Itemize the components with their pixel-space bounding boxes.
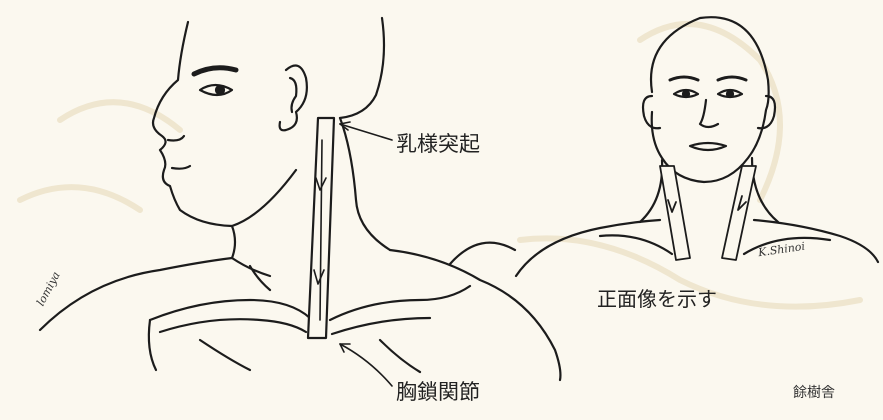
profile-neck-front — [232, 226, 235, 258]
frontal-scm-right — [722, 166, 756, 260]
profile-clavicle-right-lower — [332, 318, 430, 334]
frontal-figure — [516, 17, 878, 276]
frontal-mouth — [690, 143, 726, 150]
frontal-neck-left — [640, 160, 662, 222]
frontal-clavicle-left — [600, 235, 672, 254]
profile-ear — [280, 66, 307, 131]
profile-head-outline — [153, 22, 232, 226]
profile-shoulder-right — [390, 250, 560, 380]
profile-chest-left — [149, 320, 156, 370]
profile-shoulder-back — [450, 243, 515, 264]
mastoid-leader-line — [340, 124, 392, 140]
profile-pupil — [216, 86, 224, 94]
frontal-scm-muscles — [660, 166, 756, 260]
profile-clavicle-left — [150, 300, 310, 320]
frontal-pupil-right — [727, 91, 733, 97]
mastoid-label: 乳様突起 — [396, 128, 480, 158]
profile-chest-right — [380, 340, 420, 372]
frontal-nose — [700, 100, 718, 127]
profile-clavicle-left-lower — [160, 319, 306, 332]
profile-ear-inner — [290, 78, 296, 112]
artist-seal-bottom: 餘樹舎 — [793, 382, 835, 402]
profile-throat — [250, 266, 270, 290]
frontal-head-outline — [651, 17, 769, 182]
sternoclavicular-joint-label: 胸鎖関節 — [396, 376, 480, 406]
profile-mouth — [172, 166, 190, 169]
frontal-brow-right — [718, 77, 746, 80]
frontal-shoulder-left — [516, 220, 660, 276]
profile-jaw — [232, 170, 296, 226]
sternal-leader-line — [340, 344, 392, 386]
profile-chest-mid — [200, 340, 250, 370]
frontal-brow-left — [670, 77, 698, 80]
profile-shoulder-left — [40, 258, 232, 330]
background-sketch — [20, 24, 860, 307]
frontal-pupil-left — [683, 91, 689, 97]
frontal-scm-left — [660, 166, 690, 260]
profile-back-of-head — [340, 18, 384, 118]
frontal-view-caption: 正面像を示す — [597, 283, 717, 312]
profile-clavicle-right — [330, 286, 470, 320]
profile-nostril — [168, 136, 184, 141]
profile-scm-muscle — [308, 118, 334, 338]
profile-brow — [194, 68, 236, 74]
